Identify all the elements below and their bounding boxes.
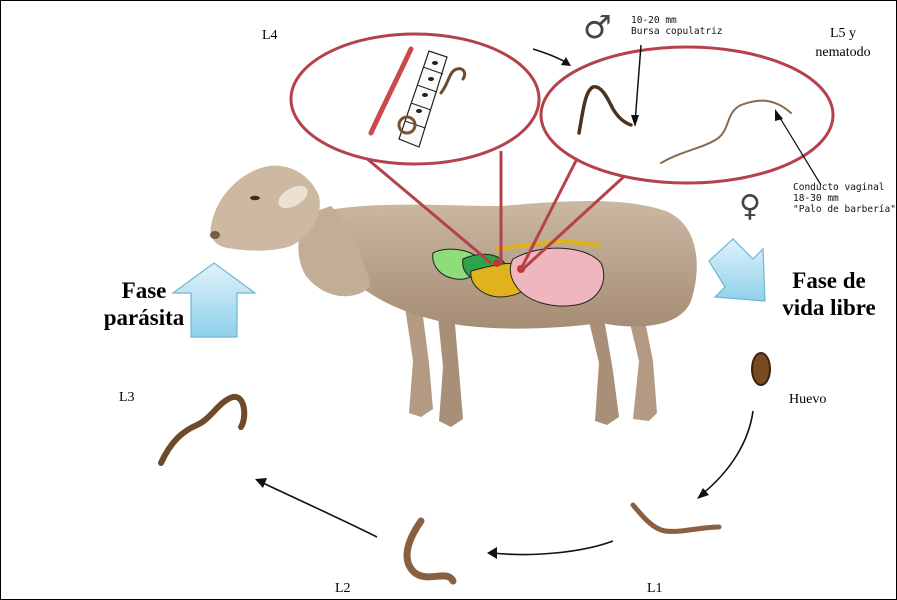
zoom-circle-adult — [541, 47, 833, 183]
stage-label-l1: L1 — [647, 581, 663, 597]
arrow-l1-to-l2 — [493, 541, 613, 555]
larva-l1 — [633, 505, 719, 531]
stage-label-l5-line1: L5 y — [803, 24, 883, 43]
free-living-phase-label: Fase de vida libre — [769, 267, 889, 321]
sheep-illustration — [210, 166, 697, 427]
free-living-phase-line1: Fase de — [769, 267, 889, 294]
larva-l2 — [407, 521, 453, 581]
free-living-phase-line2: vida libre — [769, 294, 889, 321]
sheep-nose — [210, 231, 220, 239]
stage-label-l4: L4 — [262, 28, 278, 44]
parasitic-phase-line1: Fase — [89, 277, 199, 304]
female-annotation: Conducto vaginal 18-30 mm "Palo de barbe… — [793, 182, 896, 215]
female-symbol-icon: ♀ — [739, 189, 761, 225]
stage-label-l5: L5 y nematodo — [803, 24, 883, 62]
female-nickname: "Palo de barbería" — [793, 204, 896, 215]
female-feature: Conducto vaginal — [793, 182, 896, 193]
larva-l3 — [161, 397, 244, 463]
male-annotation: 10-20 mm Bursa copulatriz — [631, 15, 723, 37]
male-symbol-icon: ♂ — [583, 9, 612, 45]
arrow-egg-to-l1 — [701, 411, 753, 495]
egg — [752, 353, 770, 385]
free-living-phase-arrow — [709, 239, 765, 301]
arrow-l2-to-l3 — [263, 483, 377, 537]
stage-label-l3: L3 — [119, 390, 135, 406]
parasitic-phase-label: Fase parásita — [89, 277, 199, 331]
male-size: 10-20 mm — [631, 15, 723, 26]
stage-label-egg: Huevo — [789, 392, 826, 408]
female-size: 18-30 mm — [793, 193, 896, 204]
male-feature: Bursa copulatriz — [631, 26, 723, 37]
sheep-eye — [250, 196, 260, 200]
parasitic-phase-line2: parásita — [89, 304, 199, 331]
arrow-to-adults — [533, 49, 567, 63]
stage-label-l2: L2 — [335, 581, 351, 597]
stage-label-l5-line2: nematodo — [803, 43, 883, 62]
